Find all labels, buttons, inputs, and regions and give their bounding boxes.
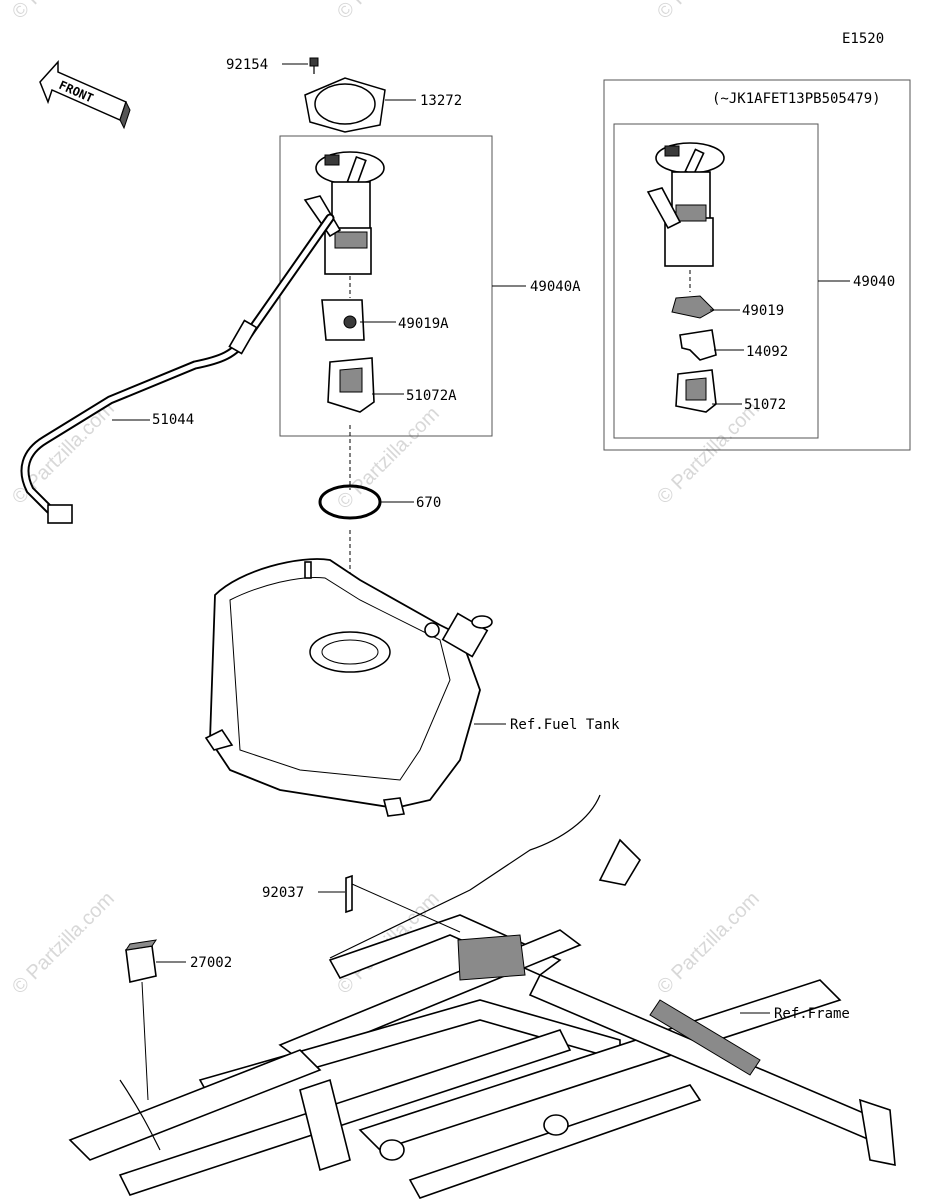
- bolt-92154: [282, 57, 319, 74]
- watermark: © Partzilla.com: [8, 888, 119, 999]
- fuel-hose-51044: [20, 213, 335, 524]
- watermark: © Partzilla.com: [653, 888, 764, 999]
- watermark: © Partzilla.com: [8, 398, 119, 509]
- variant-note: (~JK1AFET13PB505479): [712, 91, 881, 107]
- watermark-layer: © Partzilla.com © Partzilla.com © Partzi…: [8, 0, 764, 999]
- callout-92154: 92154: [226, 57, 268, 73]
- fuel-pump-left: [303, 151, 385, 275]
- o-ring-670: [318, 484, 414, 520]
- callout-51072A: 51072A: [406, 388, 457, 404]
- callout-51044: 51044: [152, 412, 194, 428]
- callout-27002: 27002: [190, 955, 232, 971]
- assembly-box-49040A: [279, 135, 493, 437]
- callout-49040: 49040: [853, 274, 895, 290]
- variant-outer-box: [603, 79, 911, 451]
- cover-51072A: [327, 357, 404, 413]
- callout-49019: 49019: [742, 303, 784, 319]
- watermark: © Partzilla.com: [8, 0, 119, 24]
- callout-92037: 92037: [262, 885, 304, 901]
- clip-92037: [318, 874, 461, 933]
- fuel-tank: [204, 558, 506, 817]
- cover-51072: [675, 369, 742, 413]
- callout-13272: 13272: [420, 93, 462, 109]
- callout-49019A: 49019A: [398, 316, 449, 332]
- clip-14092: [679, 329, 744, 361]
- callout-ref-fuel-tank: Ref.Fuel Tank: [510, 717, 620, 733]
- callout-49040A: 49040A: [530, 279, 581, 295]
- front-arrow-icon: FRONT: [39, 60, 131, 130]
- watermark: © Partzilla.com: [333, 0, 444, 24]
- fuel-pump-right: [646, 142, 725, 267]
- filter-49019A: [321, 299, 396, 341]
- plate-13272: [304, 77, 416, 133]
- watermark: © Partzilla.com: [653, 0, 764, 24]
- vehicle-frame: [68, 794, 896, 1199]
- callout-14092: 14092: [746, 344, 788, 360]
- relay-27002: [124, 939, 186, 1101]
- diagram-code: E1520: [842, 31, 884, 47]
- callout-670: 670: [416, 495, 441, 511]
- callout-51072: 51072: [744, 397, 786, 413]
- watermark: © Partzilla.com: [653, 398, 764, 509]
- filter-49019: [671, 295, 740, 319]
- assembly-box-49040: [613, 123, 819, 439]
- callout-ref-frame: Ref.Frame: [774, 1006, 850, 1022]
